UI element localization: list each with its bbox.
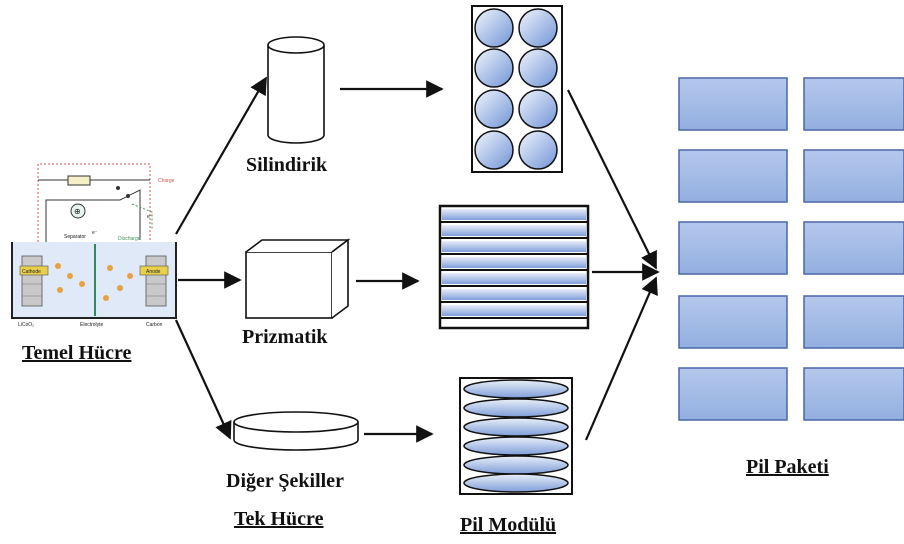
cylindrical-label: Silindirik [246,154,328,176]
single-cell-label: Tek Hücre [234,508,324,530]
arrows [174,76,660,443]
cylindrical-module-icon [471,5,563,173]
separator-label: Separator [64,234,86,240]
battery-pack-icon [678,77,904,421]
other-shapes-label: Diğer Şekiller [226,470,344,492]
cathode-label: Cathode [22,269,41,275]
arrow-pouch-module-to-pack [584,276,658,441]
electron-label-2: e⁻ [147,214,153,220]
prismatic-label: Prizmatik [242,326,328,348]
anode-material-label: Carbon [146,322,163,328]
arrow-cell-to-cylindrical [175,76,267,235]
electron-label: e⁻ [92,230,98,236]
basic-cell-label: Temel Hücre [22,342,132,364]
prismatic-module-icon [438,204,590,330]
cylindrical-cell-icon [267,36,325,144]
anode-label: Anode [146,269,161,275]
arrow-cell-to-other [174,319,232,440]
pouch-module-icon [459,377,573,495]
battery-pack-label: Pil Paketi [746,456,829,478]
electrolyte-label: Electrolyte [80,322,104,328]
cathode-material-label: LiCoO₂ [18,322,34,328]
discharge-label: Discharge [118,236,141,242]
battery-module-label: Pil Modülü [460,514,557,536]
arrow-cyl-module-to-pack [567,89,657,270]
other-shape-cell-icon [233,411,359,451]
charge-label: Charge [158,178,175,184]
prismatic-cell-icon [245,238,351,319]
meter-icon: ⊕ [74,207,81,216]
basic-cell-schematic: ⊕ Charge Discharge e⁻ e⁻ Cathode Anode S… [11,163,177,328]
